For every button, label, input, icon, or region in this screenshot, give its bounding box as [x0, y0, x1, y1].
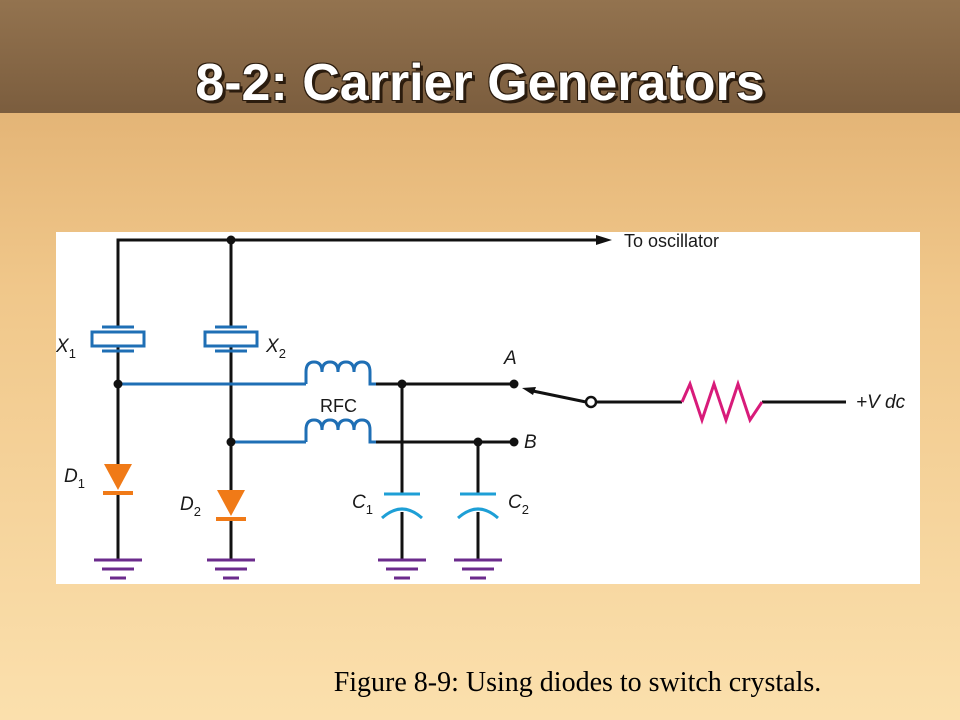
rfc-lower-inductor	[304, 418, 376, 444]
diode-d2	[216, 490, 246, 521]
capacitor-c2	[456, 492, 500, 520]
ground-d1	[94, 558, 142, 580]
label-to-oscillator: To oscillator	[624, 232, 719, 251]
wires	[116, 238, 846, 560]
circuit-diagram: To oscillator X1 X2 RFC A B +V dc D1 D2 …	[56, 232, 920, 584]
ground-c2	[454, 558, 502, 580]
crystal-x2	[203, 325, 259, 353]
wire-top	[116, 238, 596, 327]
switch-arrowhead	[522, 387, 536, 395]
label-c2: C2	[508, 492, 529, 517]
label-x2: X2	[265, 336, 286, 361]
slide-title: 8-2: Carrier Generators	[195, 54, 765, 112]
label-d1: D1	[64, 466, 85, 491]
junction-dots	[113, 235, 519, 447]
label-rfc: RFC	[320, 396, 357, 416]
label-d2: D2	[180, 494, 201, 519]
label-b: B	[524, 432, 537, 453]
rf-wires	[118, 382, 306, 444]
switch-pivot	[584, 395, 598, 409]
arrow-to-oscillator	[596, 235, 612, 245]
diode-d1	[103, 464, 133, 495]
crystal-x1	[90, 325, 146, 353]
ground-c1	[378, 558, 426, 580]
rfc-upper-inductor	[304, 360, 376, 386]
label-vdc: +V dc	[856, 392, 906, 413]
resistor	[680, 379, 764, 425]
label-a: A	[503, 348, 517, 369]
switch-arm	[527, 388, 587, 404]
label-x1: X1	[56, 336, 76, 361]
label-c1: C1	[352, 492, 373, 517]
title-bar	[0, 0, 960, 113]
capacitor-c1	[380, 492, 424, 520]
figure-caption: Figure 8-9: Using diodes to switch cryst…	[333, 667, 822, 698]
ground-d2	[207, 558, 255, 580]
